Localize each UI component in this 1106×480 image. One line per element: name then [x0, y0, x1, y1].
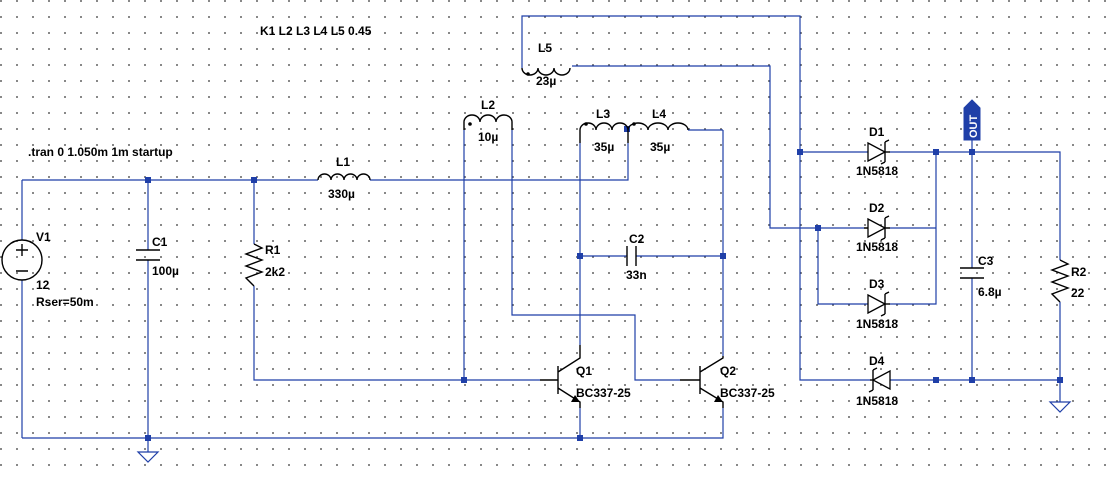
coupling-directive[interactable]: K1 L2 L3 L4 L5 0.45 — [260, 24, 372, 38]
junction-dots — [145, 126, 1063, 441]
l2-value: 10µ — [478, 130, 498, 144]
ground-symbol-left — [136, 451, 160, 463]
d2-value: 1N5818 — [856, 240, 898, 254]
out-net-label[interactable]: OUT — [963, 99, 981, 141]
l4-name: L4 — [652, 107, 666, 121]
c1-name: C1 — [152, 235, 168, 249]
l4-inductor[interactable] — [627, 122, 689, 131]
c3-value: 6.8µ — [978, 285, 1002, 299]
l3-value: 35µ — [594, 140, 614, 154]
c3-capacitor[interactable] — [960, 267, 984, 279]
q1-transistor[interactable] — [540, 345, 581, 408]
q2-name: Q2 — [720, 364, 736, 378]
v1-rser: Rser=50m — [36, 295, 94, 309]
l3-name: L3 — [596, 107, 610, 121]
l1-inductor[interactable] — [317, 173, 371, 181]
l1-name: L1 — [336, 155, 350, 169]
tran-directive[interactable]: .tran 0 1.050m 1m startup — [28, 145, 173, 159]
d3-value: 1N5818 — [856, 317, 898, 331]
v1-source[interactable] — [1, 239, 43, 281]
r1-resistor[interactable] — [244, 243, 264, 287]
d3-name: D3 — [869, 277, 885, 291]
r1-value: 2k2 — [265, 265, 285, 279]
d2-name: D2 — [869, 201, 885, 215]
d4-diode[interactable] — [868, 367, 891, 393]
d3-diode[interactable] — [867, 291, 890, 317]
l5-name: L5 — [538, 41, 552, 55]
l4-value: 35µ — [650, 140, 670, 154]
d2-diode[interactable] — [864, 215, 890, 241]
l5-inductor[interactable] — [521, 67, 571, 76]
c2-capacitor[interactable] — [626, 246, 637, 266]
l2-name: L2 — [481, 98, 495, 112]
c2-name: C2 — [629, 232, 645, 246]
q2-value: BC337-25 — [720, 386, 775, 400]
q2-transistor[interactable] — [680, 356, 724, 408]
c1-capacitor[interactable] — [136, 249, 160, 261]
c2-value: 33n — [626, 268, 647, 282]
c1-value: 100µ — [152, 264, 179, 278]
c3-name: C3 — [978, 254, 994, 268]
d4-value: 1N5818 — [856, 394, 898, 408]
inductor-phase-dots — [468, 72, 636, 126]
l1-value: 330µ — [328, 187, 355, 201]
out-label-text: OUT — [968, 115, 980, 139]
r2-value: 22 — [1071, 286, 1085, 300]
r1-name: R1 — [265, 243, 281, 257]
d1-name: D1 — [869, 125, 885, 139]
r2-name: R2 — [1071, 265, 1087, 279]
v1-name: V1 — [36, 230, 51, 244]
d1-value: 1N5818 — [856, 164, 898, 178]
ground-symbol-right — [1048, 401, 1072, 413]
v1-value: 12 — [36, 278, 50, 292]
l2-inductor[interactable] — [463, 114, 513, 130]
q1-name: Q1 — [576, 364, 592, 378]
r2-resistor[interactable] — [1050, 259, 1070, 303]
d4-name: D4 — [869, 354, 885, 368]
l5-value: 23µ — [536, 74, 556, 88]
q1-value: BC337-25 — [576, 386, 631, 400]
d1-diode[interactable] — [867, 139, 890, 165]
